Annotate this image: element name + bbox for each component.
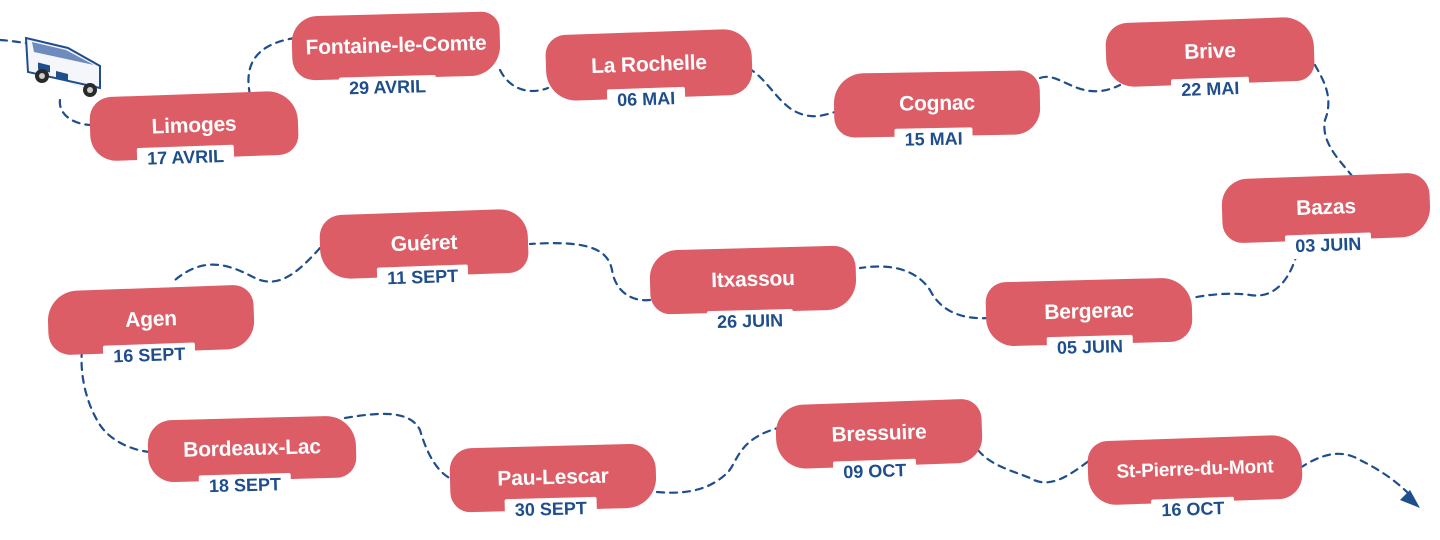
van-icon [14,36,103,97]
city-name: Bazas [1220,172,1432,244]
date-label: 17 AVRIL [136,144,235,172]
stop-gueret: Guéret 11 SEPT [318,208,530,292]
city-name: Fontaine-le-Comte [291,11,501,81]
city-name: Bordeaux-Lac [147,415,357,483]
stop-agen: Agen 16 SEPT [46,284,256,370]
stop-la-rochelle: La Rochelle 06 MAI [544,28,754,114]
date-label: 09 OCT [832,458,917,486]
date-label: 11 SEPT [376,264,469,292]
date-label: 26 JUIN [706,308,794,336]
stop-bordeaux-lac: Bordeaux-Lac 18 SEPT [147,415,357,500]
stop-fontaine-le-comte: Fontaine-le-Comte 29 AVRIL [291,11,501,102]
city-name: Brive [1104,16,1316,88]
stop-bressuire: Bressuire 09 OCT [774,398,984,486]
stop-bergerac: Bergerac 05 JUIN [985,277,1193,362]
stop-bazas: Bazas 03 JUIN [1220,172,1432,260]
arrowhead-icon [1400,490,1420,508]
date-label: 22 MAI [1170,76,1250,104]
city-name: St-Pierre-du-Mont [1086,434,1304,506]
city-name: Bressuire [774,398,984,470]
date-label: 03 JUIN [1284,232,1372,260]
stop-itxassou: Itxassou 26 JUIN [649,245,857,336]
date-label: 16 OCT [1151,496,1235,524]
city-name: Itxassou [649,245,857,315]
date-label: 06 MAI [606,86,686,114]
stop-brive: Brive 22 MAI [1104,16,1316,104]
date-label: 18 SEPT [198,472,292,500]
date-label: 15 MAI [894,127,973,153]
stop-pau-lescar: Pau-Lescar 30 SEPT [449,443,657,524]
date-label: 30 SEPT [504,496,598,524]
stop-st-pierre-du-mont: St-Pierre-du-Mont 16 OCT [1086,434,1304,524]
stop-cognac: Cognac 15 MAI [833,70,1041,153]
date-label: 16 SEPT [102,342,196,370]
date-label: 05 JUIN [1046,334,1134,362]
stop-limoges: Limoges 17 AVRIL [88,90,300,172]
date-label: 29 AVRIL [338,74,437,102]
